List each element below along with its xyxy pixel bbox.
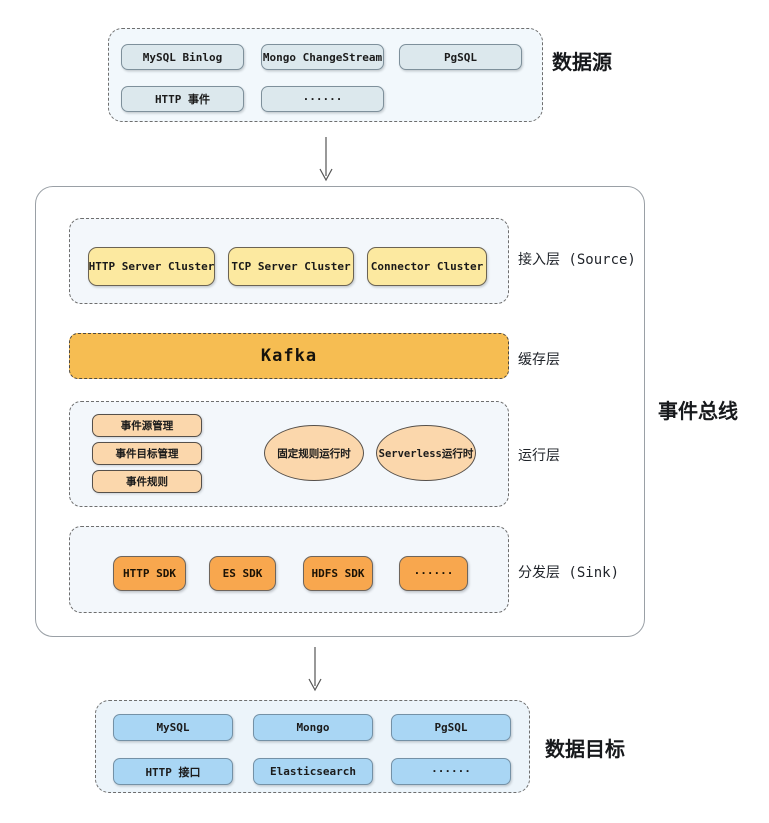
kafka-node: Kafka <box>69 333 509 379</box>
node-event-target-mgmt: 事件目标管理 <box>92 442 202 465</box>
node-es-sdk: ES SDK <box>209 556 276 591</box>
sink-layer-group: HTTP SDK ES SDK HDFS SDK ······ <box>69 526 509 613</box>
data-sources-group: MySQL Binlog Mongo ChangeStream PgSQL HT… <box>108 28 543 122</box>
node-pgsql-source: PgSQL <box>399 44 522 70</box>
node-http-event: HTTP 事件 <box>121 86 244 112</box>
runtime-layer-group: 事件源管理 事件目标管理 事件规则 固定规则运行时 Serverless运行时 <box>69 401 509 507</box>
node-elasticsearch: Elasticsearch <box>253 758 373 785</box>
node-mongo-changestream: Mongo ChangeStream <box>261 44 384 70</box>
arrow-bus-to-targets <box>308 647 322 692</box>
node-event-rules: 事件规则 <box>92 470 202 493</box>
data-sources-label: 数据源 <box>552 50 612 74</box>
node-hdfs-sdk: HDFS SDK <box>303 556 373 591</box>
event-bus-label: 事件总线 <box>658 399 738 423</box>
access-layer-label: 接入层 (Source) <box>518 252 636 268</box>
runtime-layer-label: 运行层 <box>518 448 560 464</box>
node-more-targets: ······ <box>391 758 511 785</box>
cache-layer-label: 缓存层 <box>518 352 560 368</box>
node-mysql-binlog: MySQL Binlog <box>121 44 244 70</box>
node-serverless-runtime: Serverless运行时 <box>376 425 476 481</box>
node-tcp-server-cluster: TCP Server Cluster <box>228 247 354 286</box>
node-more-sources: ······ <box>261 86 384 112</box>
node-fixed-rule-runtime: 固定规则运行时 <box>264 425 364 481</box>
data-targets-label: 数据目标 <box>545 737 625 761</box>
node-pgsql-target: PgSQL <box>391 714 511 741</box>
node-more-sinks: ······ <box>399 556 468 591</box>
arrow-sources-to-bus <box>319 137 333 182</box>
node-event-source-mgmt: 事件源管理 <box>92 414 202 437</box>
data-targets-group: MySQL Mongo PgSQL HTTP 接口 Elasticsearch … <box>95 700 530 793</box>
node-http-api: HTTP 接口 <box>113 758 233 785</box>
access-layer-group: HTTP Server Cluster TCP Server Cluster C… <box>69 218 509 304</box>
sink-layer-label: 分发层 (Sink) <box>518 565 620 581</box>
node-http-sdk: HTTP SDK <box>113 556 186 591</box>
node-http-server-cluster: HTTP Server Cluster <box>88 247 215 286</box>
node-connector-cluster: Connector Cluster <box>367 247 487 286</box>
node-mongo-target: Mongo <box>253 714 373 741</box>
node-mysql-target: MySQL <box>113 714 233 741</box>
event-bus-group: HTTP Server Cluster TCP Server Cluster C… <box>35 186 645 637</box>
